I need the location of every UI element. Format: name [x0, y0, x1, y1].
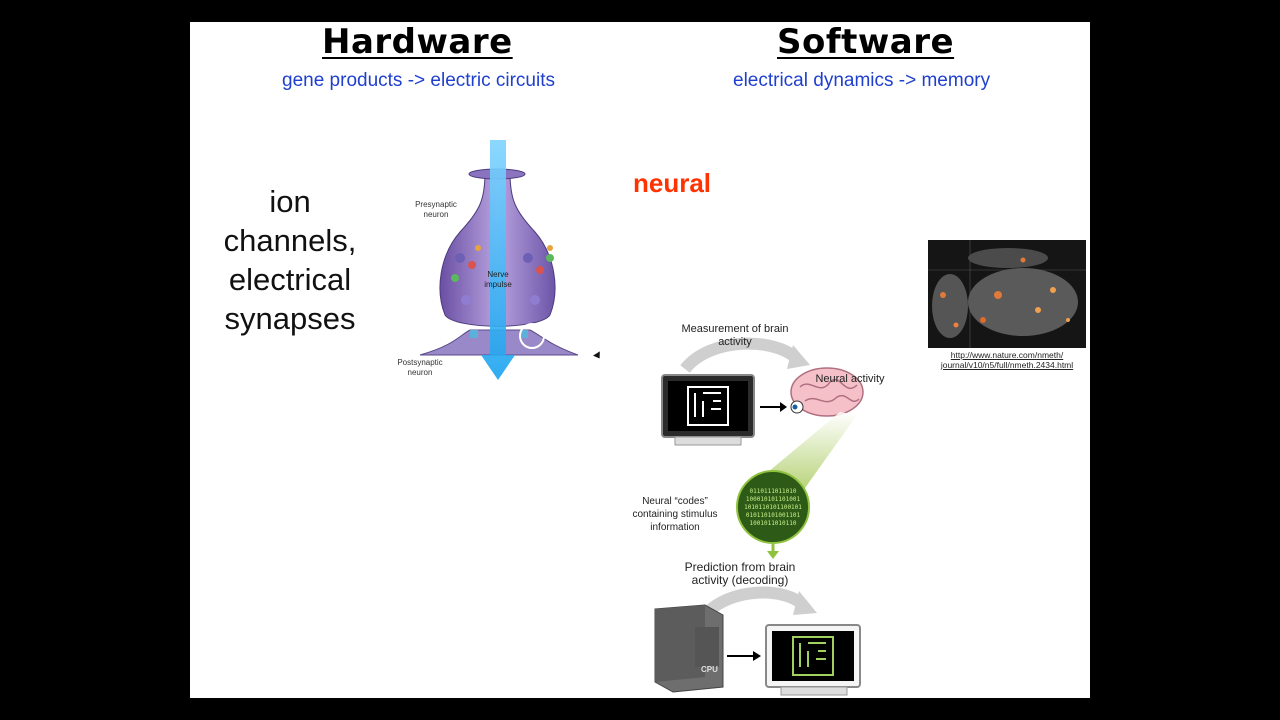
- svg-text:0110111011010: 0110111011010: [750, 488, 797, 495]
- synapse-image: [419, 140, 579, 380]
- slide: Hardware gene products -> electric circu…: [190, 22, 1090, 698]
- hardware-title: Hardware: [322, 22, 513, 62]
- neural-codes-label: Neural “codes” containing stimulus infor…: [632, 496, 718, 533]
- prediction-label: Prediction from brain activity (decoding…: [684, 560, 796, 587]
- svg-text:1010110101100101: 1010110101100101: [744, 504, 802, 511]
- list-item: synapses: [224, 301, 356, 336]
- svg-text:010110101001101: 010110101001101: [746, 512, 801, 519]
- svg-text:1001011010110: 1001011010110: [750, 520, 797, 527]
- hardware-subtitle: gene products -> electric circuits: [282, 70, 555, 91]
- cpu-label: CPU: [701, 665, 718, 674]
- postsynaptic-label: Postsynaptic neuron: [397, 358, 443, 377]
- measurement-label: Measurement of brain activity: [681, 323, 789, 348]
- list-item: channels,: [223, 223, 357, 258]
- source-link-line1[interactable]: http://www.nature.com/nmeth/: [950, 350, 1064, 360]
- brain-scan-image: [928, 240, 1086, 348]
- software-title: Software: [777, 22, 955, 62]
- neural-activity-label: Neural activity: [815, 373, 885, 385]
- presynaptic-label: Presynaptic neuron: [415, 200, 457, 219]
- source-link-line2[interactable]: journal/v10/n5/full/nmeth.2434.html: [940, 360, 1074, 370]
- impulse-label: Nerve impulse: [484, 270, 512, 289]
- list-item: ion: [269, 184, 311, 219]
- decoding-graphic: 0110111011010 100010101101001 1010110101…: [654, 337, 864, 696]
- neural-label: neural: [633, 168, 712, 198]
- svg-text:100010101101001: 100010101101001: [746, 496, 801, 503]
- source-link[interactable]: http://www.nature.com/nmeth/ journal/v10…: [925, 350, 1089, 370]
- software-subtitle: electrical dynamics -> memory: [733, 70, 991, 91]
- brain-scan-graphic: [928, 240, 1086, 348]
- synapse-illustration: Presynaptic neuron Nerve impulse Postsyn…: [397, 140, 590, 390]
- decoding-diagram: 0110111011010 100010101101001 1010110101…: [632, 297, 895, 697]
- hardware-list: ion channels, electrical synapses: [200, 182, 380, 338]
- list-item: electrical: [228, 262, 352, 297]
